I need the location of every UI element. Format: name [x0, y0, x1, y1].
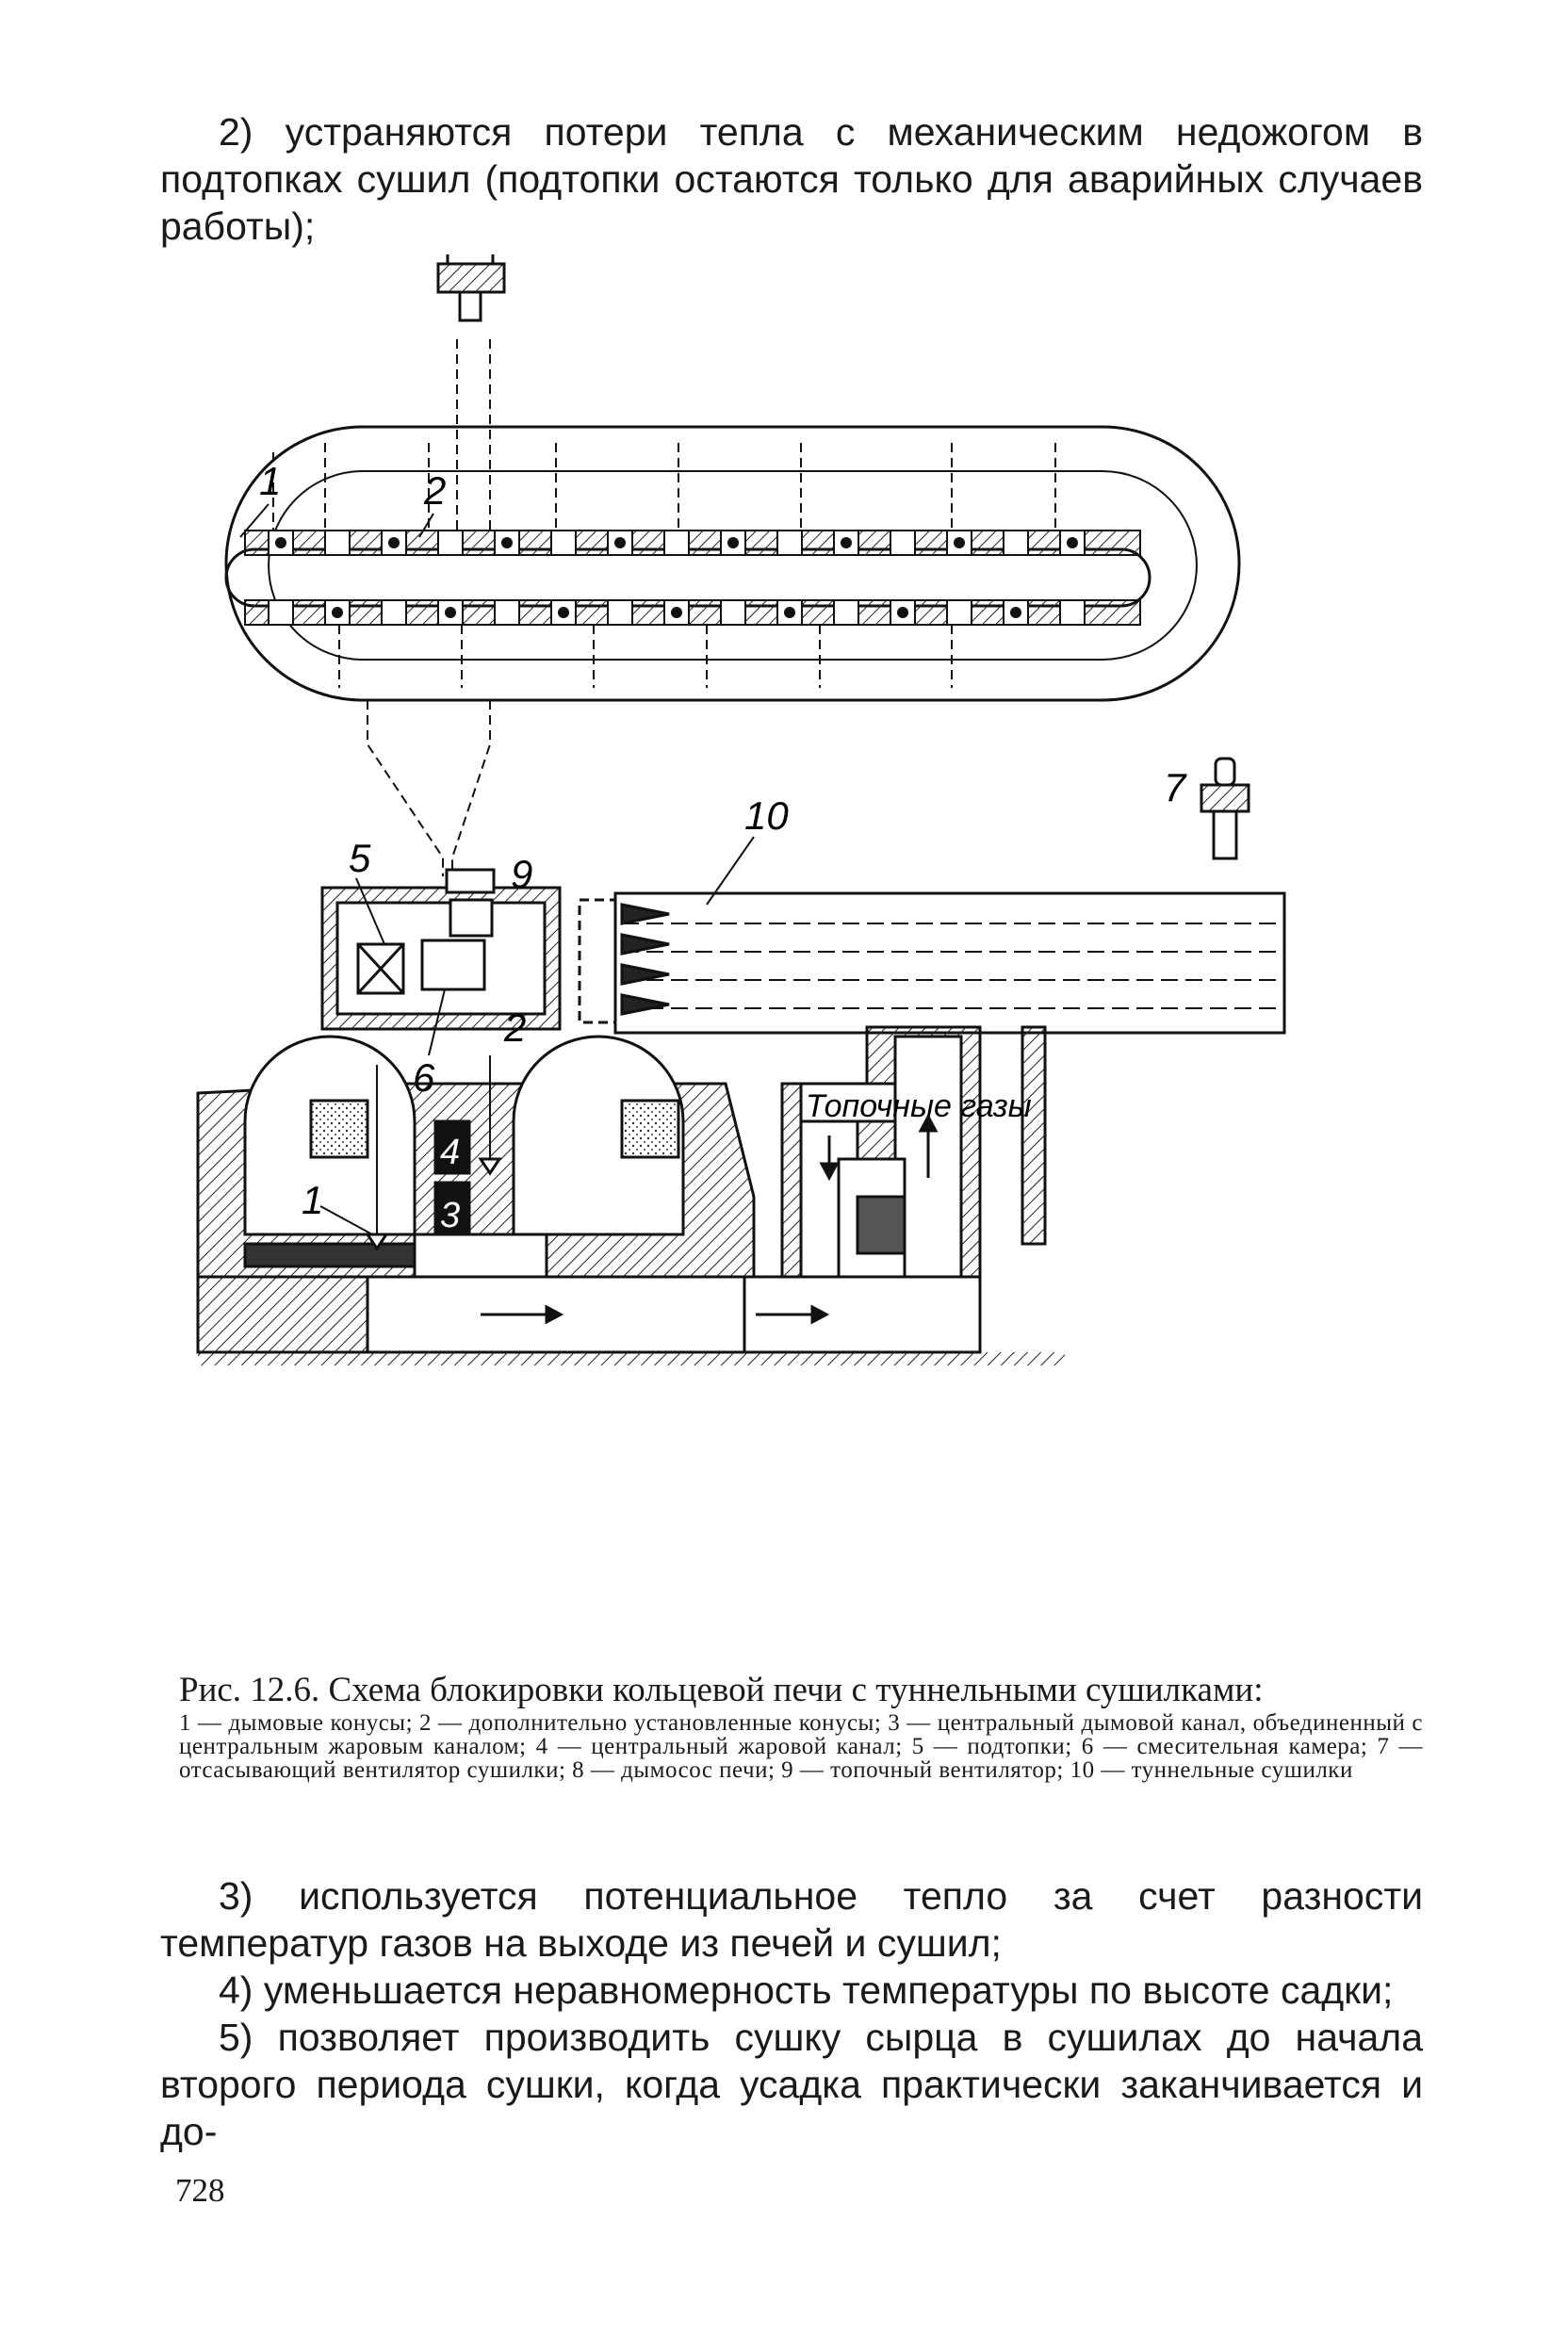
- paragraph-5: 5) позволяет производить сушку сырца в с…: [160, 2016, 1423, 2153]
- flue-gas-label: Топочные газы: [806, 1088, 1032, 1124]
- flue-dots-top: [275, 537, 1078, 548]
- page-number: 728: [175, 2172, 225, 2209]
- tunnel-dryer-10: [578, 891, 1286, 1035]
- label-7: 7: [1164, 765, 1187, 809]
- label-9: 9: [511, 852, 532, 896]
- label-4: 4: [440, 1133, 460, 1172]
- paragraph-3: 3) используется потенциальное тепло за с…: [160, 1874, 1423, 1965]
- label-2-top: 2: [423, 468, 446, 513]
- flue-ducts-dashed: [272, 339, 1056, 876]
- flue-gas-chamber: [743, 1025, 1047, 1354]
- flue-cells-bottom: [268, 599, 1086, 626]
- figure-caption-legend: 1 — дымовые конусы; 2 — дополнительно ус…: [179, 1710, 1423, 1783]
- label-2-bottom: 2: [503, 1005, 526, 1050]
- label-10: 10: [744, 793, 789, 838]
- dryer-fan-7: [1200, 757, 1250, 860]
- ring-kiln-plan: [224, 425, 1241, 702]
- kiln-dryer-diagram: 8 1 2 5 9 6 10 7: [196, 254, 1286, 1365]
- smoke-exhauster-8: [436, 254, 506, 322]
- paragraph-top: 2) устраняются потери тепла с механическ…: [160, 110, 1423, 248]
- label-1-top: 1: [259, 459, 281, 503]
- flow-arrow-2: [756, 1113, 939, 1325]
- kiln-cross-section: [196, 1035, 756, 1354]
- flue-cells-top: [268, 530, 1086, 556]
- label-5: 5: [349, 836, 371, 880]
- label-1-bottom: 1: [302, 1178, 323, 1222]
- figure-caption-title: Рис. 12.6. Схема блокировки кольцевой пе…: [179, 1671, 1264, 1709]
- flue-dots-bottom: [332, 607, 1021, 618]
- label-3: 3: [440, 1196, 460, 1235]
- flow-arrow-1: [481, 1304, 564, 1325]
- paragraph-4: 4) уменьшается неравномерность температу…: [219, 1968, 1394, 2012]
